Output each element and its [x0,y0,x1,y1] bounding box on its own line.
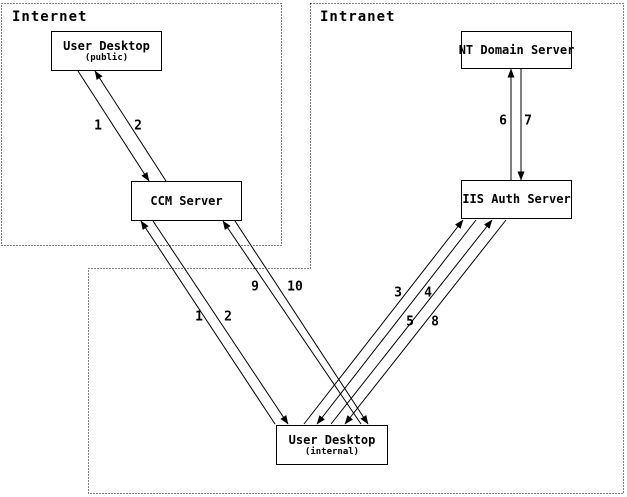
zone-label-internet: Internet [12,9,88,25]
zone-label-intranet: Intranet [320,9,396,25]
edge-step-label: 1 [195,309,203,325]
edge-step-label: 4 [424,285,432,301]
node-user-desktop-public: User Desktop (public) [51,31,162,71]
edge-iis-to-internal-desktop-4 [316,219,477,425]
edge-internal-desktop-to-iis-5 [330,219,493,425]
node-title: User Desktop [63,38,150,53]
node-title: IIS Auth Server [462,192,571,206]
node-subtitle: (internal) [304,446,360,457]
node-user-desktop-internal: User Desktop (internal) [276,425,388,465]
edge-internal-desktop-to-iis-3 [303,219,464,425]
node-title: NT Domain Server [458,42,575,57]
node-title: CCM Server [150,193,223,208]
edge-step-label: 5 [406,314,414,330]
edge-step-label: 8 [431,314,439,330]
intranet-zone-border [88,3,624,494]
edge-step-label: 9 [251,279,259,295]
edge-step-label: 2 [134,118,142,134]
edge-ccm-to-public-desktop-2 [94,70,167,182]
edge-ccm-to-internal-desktop-10 [234,220,369,425]
edge-iis-to-internal-desktop-8 [344,219,507,425]
edge-step-label: 6 [499,113,507,129]
edge-internal-desktop-to-ccm-1 [140,220,276,425]
node-nt-domain-server: NT Domain Server [458,31,575,69]
node-ccm-server: CCM Server [131,181,242,221]
edge-step-label: 7 [524,113,532,129]
edge-step-label: 2 [224,309,232,325]
edge-step-label: 10 [287,279,303,295]
edge-public-desktop-to-ccm-1 [77,70,150,182]
edge-step-label: 1 [94,118,102,134]
node-title: User Desktop [288,432,376,447]
edge-step-label: 3 [394,285,402,301]
edge-ccm-to-internal-desktop-2 [152,220,289,425]
edge-internal-desktop-to-ccm-9 [222,220,362,425]
node-subtitle: (public) [84,52,129,63]
node-iis-auth-server: IIS Auth Server [461,180,572,219]
